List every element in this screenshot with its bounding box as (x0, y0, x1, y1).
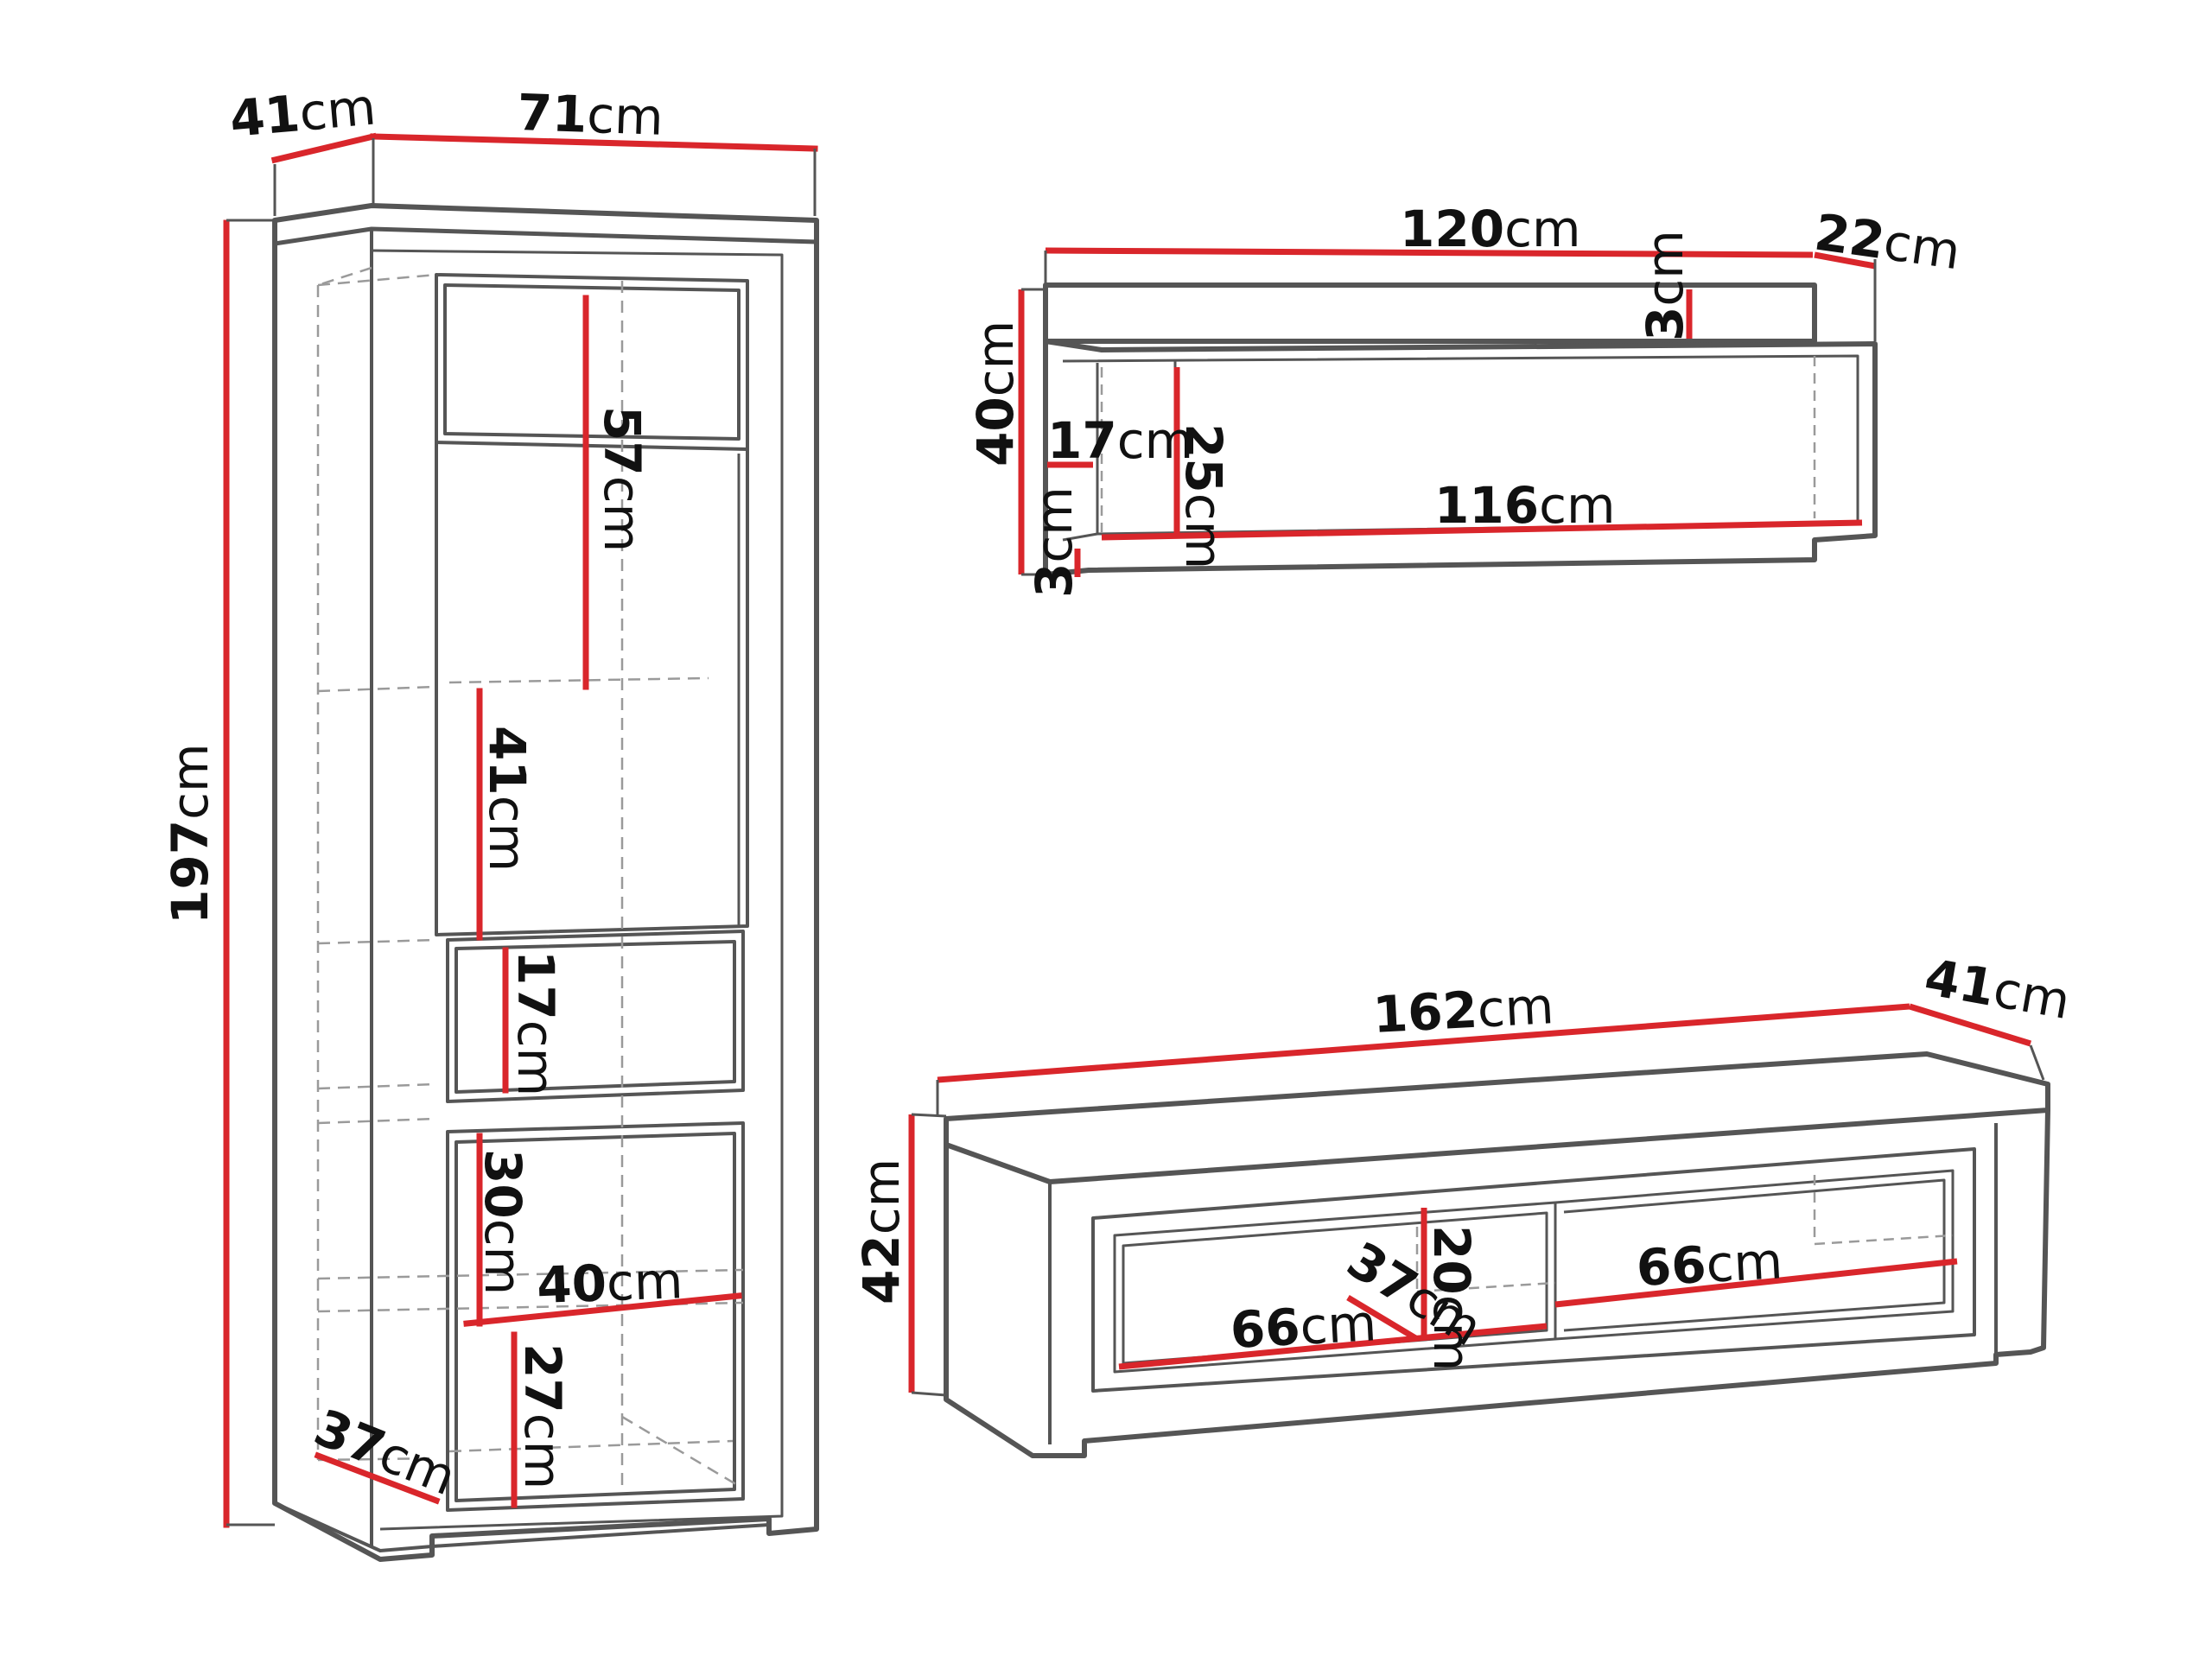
label-drawer-height: 17cm (506, 950, 565, 1096)
cabinet-extension-lines (226, 138, 817, 1527)
label-lower-glass-height: 30cm (474, 1149, 532, 1295)
label-shelf-inner-height: 25cm (1174, 423, 1233, 569)
tv-stand-dimension-lines (908, 1003, 2032, 1393)
cabinet-dimension-lines (223, 132, 818, 1528)
shelf-extension-lines (1021, 251, 1877, 576)
top-glass-door (435, 273, 749, 451)
cabinet-plinth (274, 1501, 770, 1552)
tv-stand-front-frame (1091, 1147, 1976, 1393)
tv-stand-right-flap (1554, 1169, 1955, 1341)
dim-line-right-compartment (1554, 1258, 1958, 1308)
label-tv-depth: 41cm (1921, 948, 2075, 1031)
label-inner-depth: 37cm (307, 1398, 464, 1507)
label-cabinet-height: 197cm (161, 744, 219, 924)
shelf-dimension-lines (1018, 247, 1876, 577)
label-compartment-height: 20cm (1422, 1225, 1481, 1371)
cabinet-hidden-lines (316, 266, 744, 1488)
dim-line-tv-width (937, 1003, 1910, 1083)
dim-line-inner-width (463, 1292, 742, 1327)
dim-line-inner-depth (314, 1451, 441, 1505)
label-shelf-bottom-thickness: 3cm (1025, 486, 1084, 598)
dim-line-left-compartment (1118, 1323, 1548, 1370)
shelf-hidden-lines (1100, 356, 1816, 536)
dim-line-shelf-width (1045, 247, 1814, 258)
dim-line-tv-depth (1908, 1003, 2032, 1047)
label-shelf-top-thickness: 3cm (1636, 230, 1694, 341)
label-right-compartment-width: 66cm (1635, 1231, 1783, 1298)
shelf-front-body (1043, 339, 1878, 577)
tv-stand-hidden-lines (1415, 1175, 1954, 1293)
label-inner-width: 40cm (536, 1251, 683, 1315)
lower-door-frame (446, 1121, 745, 1512)
tv-stand (944, 1051, 2050, 1458)
tv-stand-top (944, 1051, 2050, 1184)
display-cabinet (272, 203, 819, 1562)
dim-line-compartment-depth (1346, 1294, 1419, 1342)
cabinet-front-frame (371, 249, 784, 1531)
drawer-front (446, 930, 745, 1103)
cabinet-top-cap (272, 203, 819, 246)
tv-stand-extension-lines (911, 1044, 2045, 1397)
label-shelf-depth: 22cm (1811, 203, 1964, 282)
label-tv-width: 162cm (1371, 976, 1555, 1044)
label-left-compartment-width: 66cm (1229, 1293, 1377, 1360)
label-bottom-height: 27cm (513, 1343, 572, 1489)
label-shelf-left-width: 17cm (1047, 411, 1193, 470)
label-shelf-width: 120cm (1400, 200, 1580, 258)
label-shelf-inner-width: 116cm (1434, 476, 1615, 535)
label-cabinet-depth: 41cm (227, 77, 378, 148)
dim-line-shelf-depth (1814, 251, 1876, 270)
dim-line-shelf-inner-width (1101, 519, 1863, 541)
label-cabinet-width: 71cm (517, 83, 664, 147)
label-mid-glass-height: 41cm (478, 726, 537, 872)
label-shelf-height: 40cm (966, 321, 1025, 467)
label-tv-height: 42cm (852, 1158, 911, 1304)
label-top-glass-height: 57cm (593, 406, 652, 552)
shelf-back-panel (1043, 282, 1817, 344)
dim-line-cabinet-width (370, 133, 818, 152)
dim-line-cabinet-depth (270, 132, 378, 164)
tv-stand-body (944, 1109, 2050, 1458)
upper-door-frame (435, 275, 749, 936)
